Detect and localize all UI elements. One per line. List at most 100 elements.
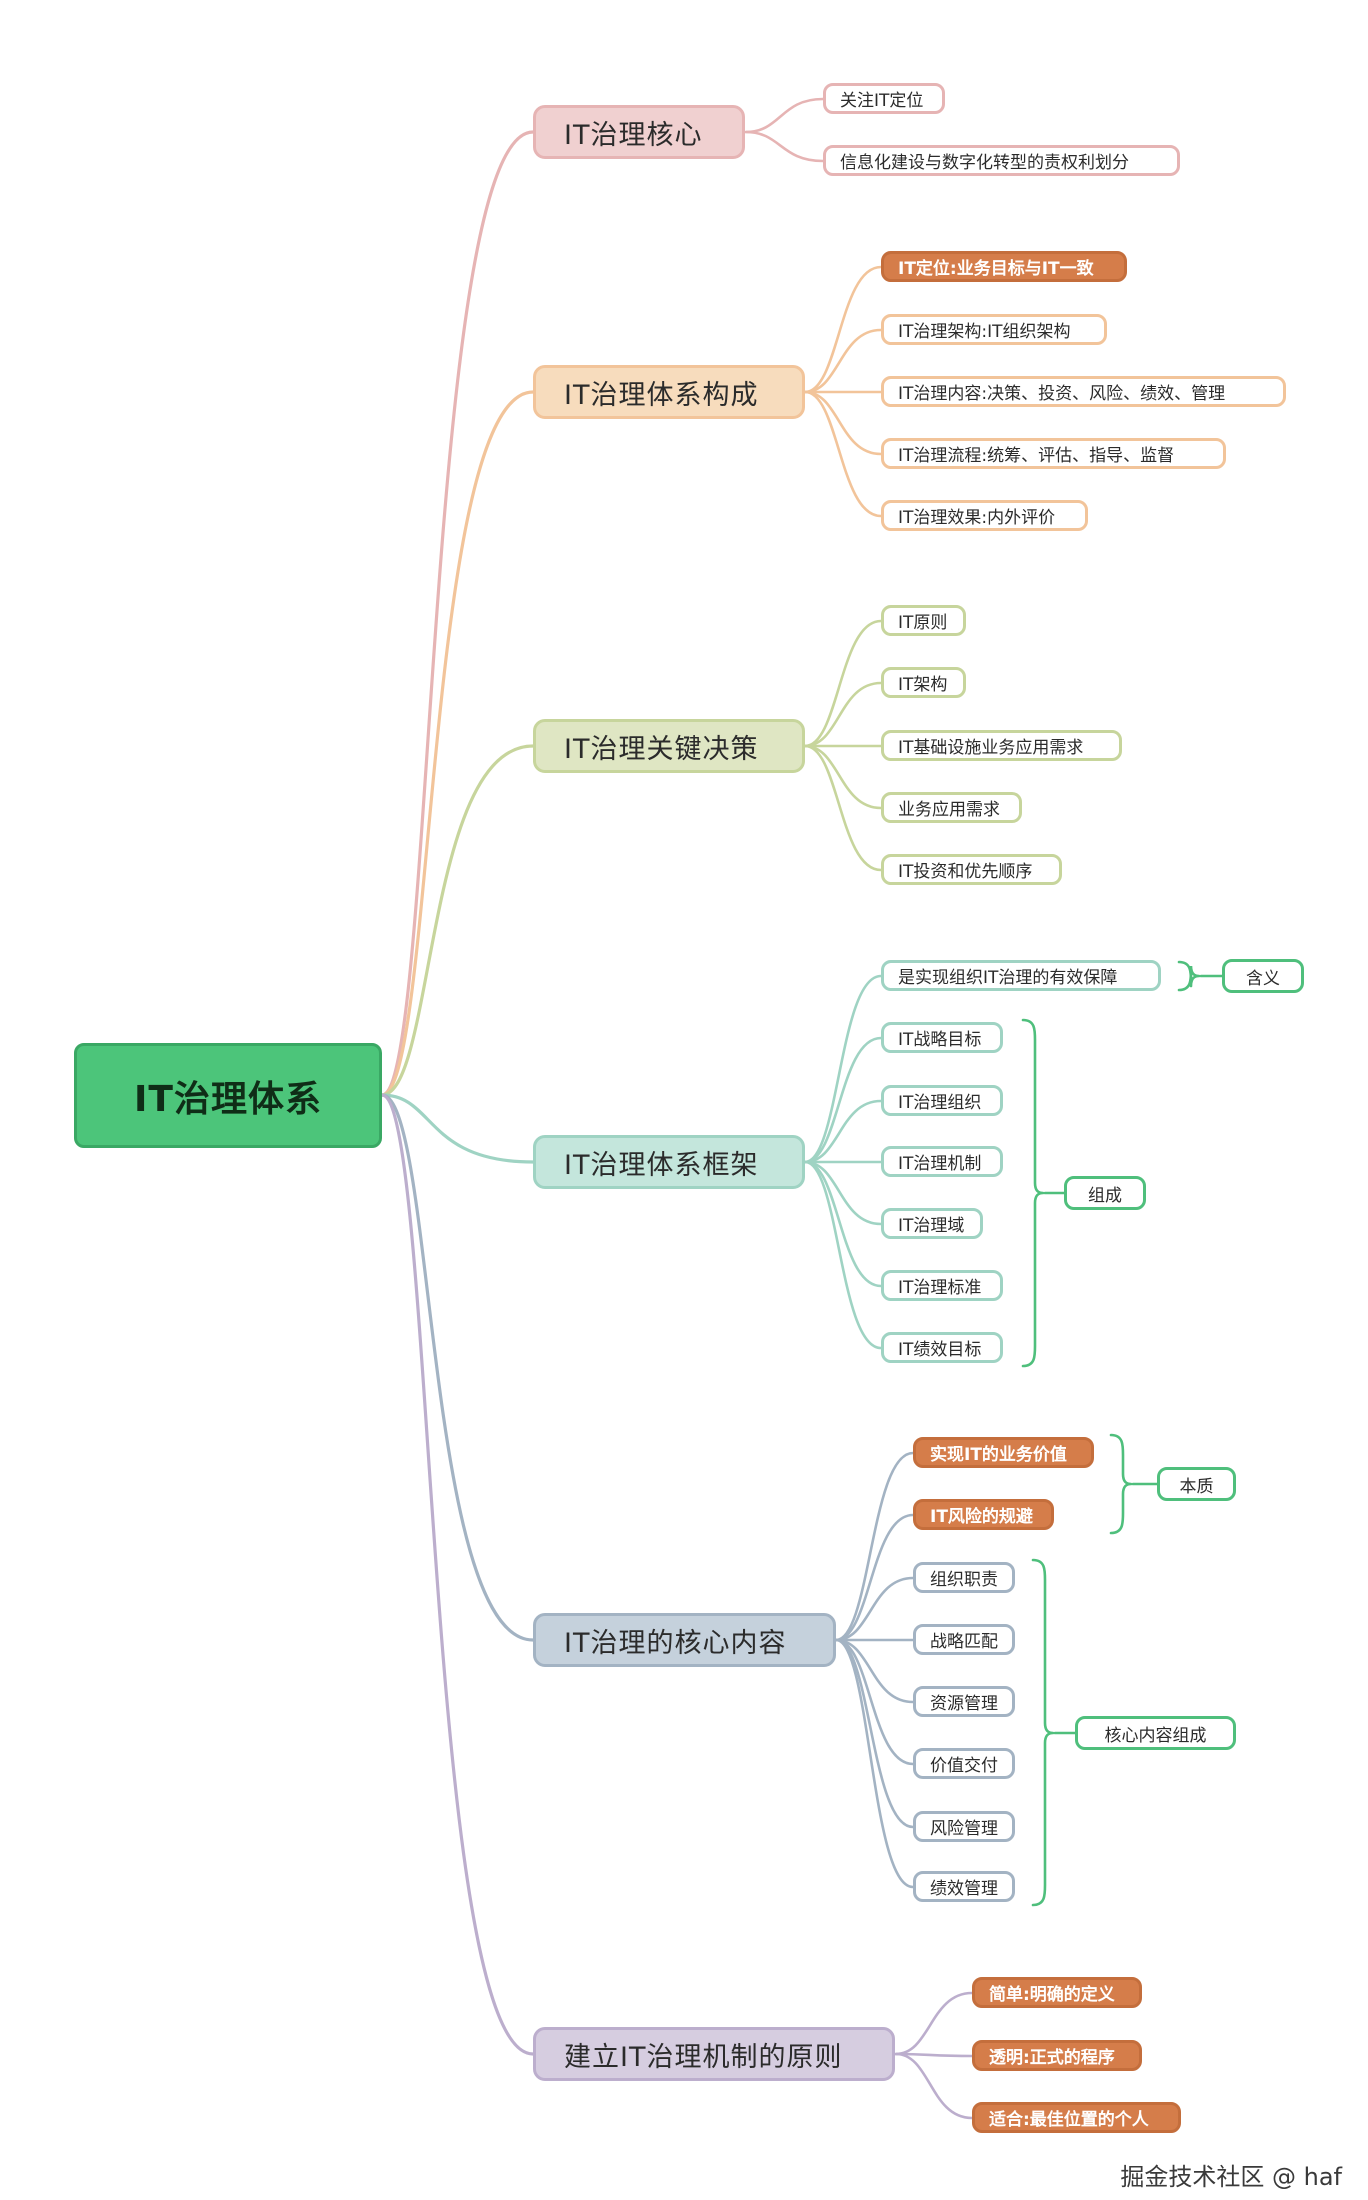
leaf-node[interactable]: 价值交付 — [913, 1748, 1015, 1779]
branch-node[interactable]: IT治理体系框架 — [533, 1135, 805, 1189]
branch-leaf-connector — [834, 1451, 915, 1642]
branch-node[interactable]: 建立IT治理机制的原则 — [533, 2027, 895, 2081]
leaf-node-label: IT治理组织 — [898, 1093, 982, 1113]
leaf-node-label: IT治理效果:内外评价 — [898, 508, 1056, 528]
leaf-node-highlighted[interactable]: 实现IT的业务价值 — [913, 1437, 1094, 1468]
root-node[interactable]: IT治理体系 — [74, 1043, 382, 1148]
group-bracket — [1177, 960, 1201, 992]
branch-node-label: IT治理核心 — [564, 119, 703, 151]
leaf-node-label: 资源管理 — [930, 1694, 998, 1714]
branch-leaf-connector — [803, 619, 883, 748]
leaf-node-label: 风险管理 — [930, 1819, 998, 1839]
branch-leaf-connector — [744, 97, 825, 134]
group-tag[interactable]: 核心内容组成 — [1075, 1716, 1236, 1750]
branch-leaf-connector — [803, 744, 883, 810]
branch-node[interactable]: IT治理的核心内容 — [533, 1613, 836, 1667]
leaf-node[interactable]: 是实现组织IT治理的有效保障 — [881, 960, 1161, 991]
root-branch-connector — [380, 1093, 535, 2056]
group-bracket — [1031, 1558, 1055, 1907]
leaf-node[interactable]: IT治理机制 — [881, 1146, 1003, 1177]
leaf-node[interactable]: IT基础设施业务应用需求 — [881, 730, 1122, 761]
leaf-node[interactable]: 信息化建设与数字化转型的责权利划分 — [823, 145, 1180, 176]
leaf-node-highlighted-label: 实现IT的业务价值 — [930, 1445, 1067, 1465]
branch-node[interactable]: IT治理体系构成 — [533, 365, 805, 419]
branch-leaf-connector — [803, 681, 883, 748]
leaf-node[interactable]: IT投资和优先顺序 — [881, 854, 1062, 885]
root-branch-connector — [380, 390, 535, 1097]
branch-leaf-connector — [803, 744, 883, 872]
leaf-node[interactable]: IT治理效果:内外评价 — [881, 500, 1088, 531]
leaf-node-label: IT治理流程:统筹、评估、指导、监督 — [898, 446, 1175, 466]
leaf-node-label: 战略匹配 — [930, 1632, 998, 1652]
leaf-node[interactable]: IT架构 — [881, 667, 966, 698]
branch-leaf-connector — [803, 265, 883, 394]
group-tag[interactable]: 组成 — [1064, 1176, 1146, 1210]
branch-leaf-connector — [834, 1638, 915, 1889]
leaf-node-label: 关注IT定位 — [840, 91, 924, 111]
leaf-node[interactable]: IT治理域 — [881, 1208, 983, 1239]
leaf-node[interactable]: 战略匹配 — [913, 1624, 1015, 1655]
branch-node-label: IT治理的核心内容 — [564, 1627, 787, 1659]
leaf-node[interactable]: 资源管理 — [913, 1686, 1015, 1717]
leaf-node[interactable]: IT治理内容:决策、投资、风险、绩效、管理 — [881, 376, 1286, 407]
branch-leaf-connector — [894, 2052, 974, 2058]
leaf-node-label: IT治理域 — [898, 1216, 965, 1236]
branch-leaf-connector — [834, 1576, 915, 1642]
group-tag-label: 组成 — [1088, 1185, 1122, 1206]
branch-leaf-connector — [803, 1160, 883, 1226]
branch-node-label: IT治理体系框架 — [564, 1149, 759, 1181]
leaf-node[interactable]: IT治理架构:IT组织架构 — [881, 314, 1107, 345]
leaf-node-label: IT绩效目标 — [898, 1340, 982, 1360]
leaf-node-label: IT治理架构:IT组织架构 — [898, 322, 1071, 342]
leaf-node[interactable]: IT战略目标 — [881, 1022, 1003, 1053]
leaf-node-label: IT基础设施业务应用需求 — [898, 738, 1084, 758]
leaf-node[interactable]: 风险管理 — [913, 1811, 1015, 1842]
leaf-node-highlighted[interactable]: 简单:明确的定义 — [972, 1977, 1142, 2008]
leaf-node[interactable]: IT治理标准 — [881, 1270, 1003, 1301]
leaf-node-highlighted[interactable]: IT风险的规避 — [913, 1499, 1054, 1530]
leaf-node-label: IT治理机制 — [898, 1154, 982, 1174]
group-tag[interactable]: 含义 — [1222, 959, 1304, 993]
leaf-node-label: 组织职责 — [930, 1570, 998, 1590]
leaf-node-highlighted-label: IT风险的规避 — [930, 1507, 1033, 1527]
leaf-node-highlighted[interactable]: 适合:最佳位置的个人 — [972, 2102, 1181, 2133]
watermark: 掘金技术社区 @ haf — [1120, 2163, 1342, 2191]
root-branch-connector — [380, 130, 535, 1097]
group-tag-label: 含义 — [1246, 968, 1280, 989]
branch-node-label: IT治理体系构成 — [564, 379, 759, 411]
leaf-node[interactable]: 关注IT定位 — [823, 83, 945, 114]
leaf-node-highlighted[interactable]: IT定位:业务目标与IT一致 — [881, 251, 1127, 282]
branch-node[interactable]: IT治理核心 — [533, 105, 745, 159]
leaf-node[interactable]: 组织职责 — [913, 1562, 1015, 1593]
branch-node[interactable]: IT治理关键决策 — [533, 719, 805, 773]
leaf-node-label: 价值交付 — [930, 1756, 998, 1776]
root-branch-connector — [380, 1093, 535, 1642]
root-branch-connector — [380, 1093, 535, 1164]
group-bracket — [1021, 1018, 1045, 1368]
leaf-node-highlighted-label: 透明:正式的程序 — [989, 2048, 1115, 2068]
leaf-node-highlighted-label: 适合:最佳位置的个人 — [989, 2110, 1149, 2130]
leaf-node-label: IT原则 — [898, 613, 948, 633]
branch-leaf-connector — [894, 1991, 974, 2056]
leaf-node[interactable]: 绩效管理 — [913, 1871, 1015, 1902]
leaf-node[interactable]: 业务应用需求 — [881, 792, 1022, 823]
group-tag-label: 本质 — [1179, 1476, 1214, 1497]
branch-leaf-connector — [834, 1638, 915, 1704]
branch-leaf-connector — [834, 1638, 915, 1829]
branch-leaf-connector — [803, 974, 883, 1164]
branch-leaf-connector — [803, 390, 883, 518]
branch-leaf-connector — [834, 1513, 915, 1642]
branch-node-label: 建立IT治理机制的原则 — [564, 2041, 843, 2073]
branch-leaf-connector — [894, 2052, 974, 2120]
leaf-node[interactable]: IT原则 — [881, 605, 966, 636]
leaf-node[interactable]: IT治理流程:统筹、评估、指导、监督 — [881, 438, 1226, 469]
leaf-node-highlighted[interactable]: 透明:正式的程序 — [972, 2040, 1142, 2071]
leaf-node[interactable]: IT绩效目标 — [881, 1332, 1003, 1363]
leaf-node-label: IT战略目标 — [898, 1030, 982, 1050]
branch-leaf-connector — [744, 130, 825, 163]
leaf-node[interactable]: IT治理组织 — [881, 1085, 1003, 1116]
leaf-node-label: IT治理标准 — [898, 1278, 982, 1298]
group-tag[interactable]: 本质 — [1157, 1467, 1236, 1501]
leaf-node-label: IT治理内容:决策、投资、风险、绩效、管理 — [898, 384, 1226, 404]
leaf-node-label: 是实现组织IT治理的有效保障 — [898, 968, 1118, 988]
